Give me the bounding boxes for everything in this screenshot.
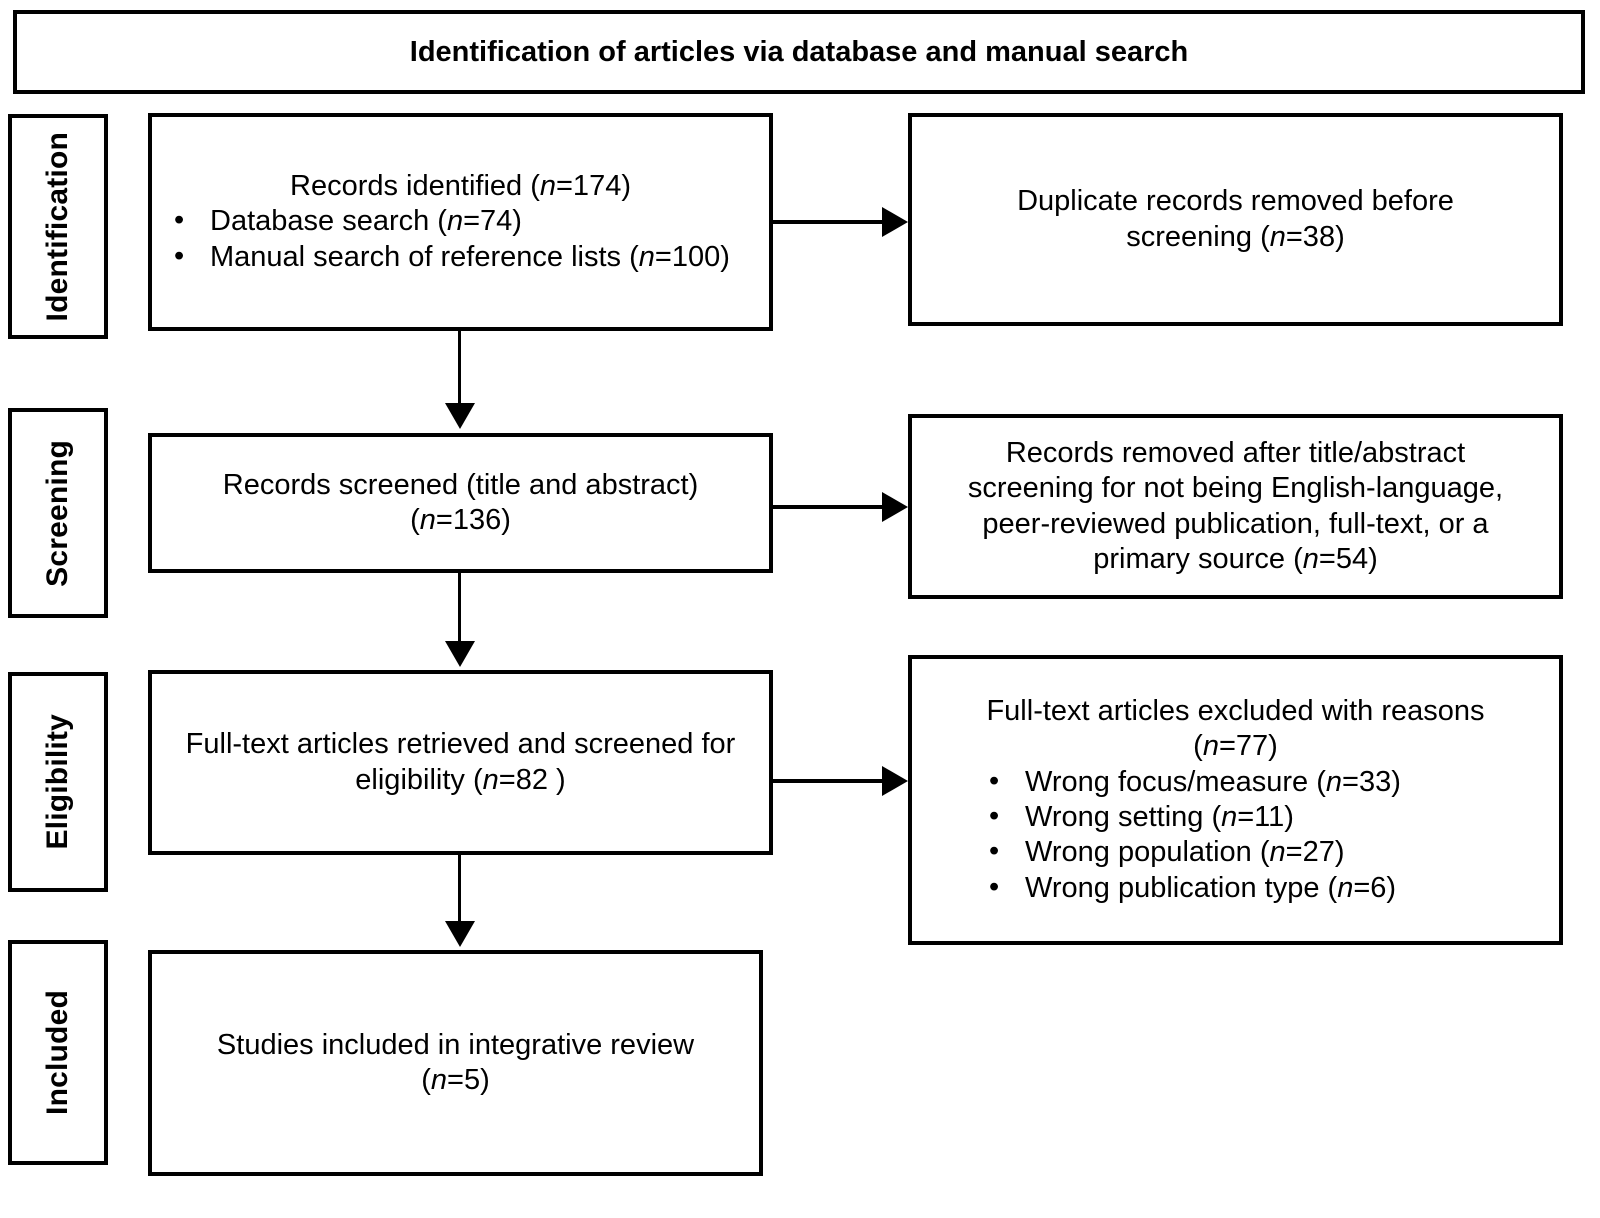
stage-identification: Identification bbox=[8, 114, 108, 339]
connector-fulltext-to-excluded bbox=[773, 779, 885, 783]
connector-fulltext-to-included bbox=[458, 855, 461, 925]
box-duplicates-removed: Duplicate records removed before screeni… bbox=[908, 113, 1563, 326]
stage-eligibility: Eligibility bbox=[8, 672, 108, 892]
records-screened-content: Records screened (title and abstract) (n… bbox=[152, 468, 769, 539]
fulltext-retrieved-line2-prefix: eligibility ( bbox=[355, 763, 483, 796]
records-removed-line2: screening for not being English-language… bbox=[967, 472, 1504, 505]
fulltext-excluded-lead2-italic: n bbox=[1202, 730, 1219, 763]
bullet-text-italic: n bbox=[1269, 836, 1286, 869]
box-records-screened: Records screened (title and abstract) (n… bbox=[148, 433, 773, 573]
bullet-text-italic: n bbox=[1325, 765, 1343, 798]
box-studies-included: Studies included in integrative review (… bbox=[148, 950, 763, 1176]
studies-included-line2-suffix: =5) bbox=[447, 1064, 490, 1096]
records-identified-content: Records identified (n=174) Database sear… bbox=[152, 169, 769, 275]
arrowhead-identified-to-duplicates-icon bbox=[882, 207, 908, 237]
stage-screening-label: Screening bbox=[41, 439, 74, 587]
duplicates-removed-line2-prefix: screening ( bbox=[1126, 220, 1270, 253]
list-item: Wrong focus/measure (n=33) bbox=[967, 764, 1559, 800]
box-records-removed: Records removed after title/abstract scr… bbox=[908, 414, 1563, 599]
connector-identified-to-screened bbox=[458, 331, 461, 407]
bullet-text-prefix: Wrong setting ( bbox=[1025, 801, 1222, 833]
bullet-text-prefix: Manual search of reference lists ( bbox=[210, 240, 639, 273]
records-removed-line4-prefix: primary source ( bbox=[1093, 542, 1303, 575]
connector-identified-to-duplicates bbox=[773, 220, 885, 224]
fulltext-excluded-lead2: (n=77) bbox=[912, 729, 1559, 764]
list-item: Database search (n=74) bbox=[152, 203, 769, 239]
records-removed-line1: Records removed after title/abstract bbox=[1005, 436, 1466, 469]
fulltext-excluded-lead1: Full-text articles excluded with reasons bbox=[986, 694, 1485, 727]
list-item: Wrong setting (n=11) bbox=[967, 799, 1559, 835]
stage-eligibility-label: Eligibility bbox=[41, 714, 74, 850]
duplicates-removed-content: Duplicate records removed before screeni… bbox=[912, 184, 1559, 255]
stage-screening: Screening bbox=[8, 408, 108, 618]
fulltext-excluded-bullet-list: Wrong focus/measure (n=33) Wrong setting… bbox=[912, 764, 1559, 907]
box-fulltext-retrieved: Full-text articles retrieved and screene… bbox=[148, 670, 773, 855]
studies-included-line2-italic: n bbox=[430, 1064, 448, 1096]
stage-included-label: Included bbox=[41, 990, 74, 1115]
arrowhead-screened-to-removed-icon bbox=[882, 492, 908, 522]
records-removed-content: Records removed after title/abstract scr… bbox=[912, 436, 1559, 578]
studies-included-line1: Studies included in integrative review bbox=[216, 1028, 695, 1061]
bullet-text-italic: n bbox=[638, 240, 655, 273]
records-screened-line2-suffix: =136) bbox=[435, 504, 511, 536]
records-identified-lead-suffix: =174) bbox=[556, 169, 631, 202]
stage-included: Included bbox=[8, 940, 108, 1165]
bullet-text-suffix: =74) bbox=[463, 205, 522, 238]
arrowhead-screened-to-fulltext-icon bbox=[445, 641, 475, 667]
diagram-title-box: Identification of articles via database … bbox=[13, 10, 1585, 94]
duplicates-removed-line2-italic: n bbox=[1269, 220, 1286, 253]
fulltext-excluded-lead2-suffix: =77) bbox=[1218, 730, 1278, 763]
bullet-text-prefix: Wrong focus/measure ( bbox=[1025, 765, 1326, 798]
duplicates-removed-line2-suffix: =38) bbox=[1285, 220, 1345, 253]
bullet-text-prefix: Database search ( bbox=[210, 205, 447, 238]
connector-screened-to-removed bbox=[773, 505, 885, 509]
fulltext-retrieved-line2-suffix: =82 ) bbox=[498, 763, 566, 796]
studies-included-line2-prefix: ( bbox=[421, 1064, 431, 1096]
records-identified-lead: Records identified (n=174) bbox=[152, 169, 769, 204]
studies-included-content: Studies included in integrative review (… bbox=[152, 1028, 759, 1099]
connector-screened-to-fulltext bbox=[458, 573, 461, 645]
records-removed-line4-suffix: =54) bbox=[1318, 542, 1378, 575]
records-screened-line2-prefix: ( bbox=[410, 504, 420, 536]
bullet-text-prefix: Wrong publication type ( bbox=[1025, 871, 1338, 904]
fulltext-retrieved-content: Full-text articles retrieved and screene… bbox=[152, 727, 769, 798]
list-item: Wrong publication type (n=6) bbox=[967, 870, 1559, 906]
bullet-text-italic: n bbox=[1337, 871, 1354, 904]
list-item: Wrong population (n=27) bbox=[967, 834, 1559, 870]
bullet-text-italic: n bbox=[446, 205, 464, 238]
records-identified-lead-prefix: Records identified ( bbox=[290, 169, 540, 202]
fulltext-retrieved-line1: Full-text articles retrieved and screene… bbox=[185, 728, 736, 761]
bullet-text-suffix: =6) bbox=[1353, 871, 1397, 904]
page-title: Identification of articles via database … bbox=[409, 35, 1189, 68]
fulltext-retrieved-line2-italic: n bbox=[482, 763, 499, 796]
box-records-identified: Records identified (n=174) Database sear… bbox=[148, 113, 773, 331]
stage-identification-label: Identification bbox=[41, 131, 74, 322]
box-fulltext-excluded: Full-text articles excluded with reasons… bbox=[908, 655, 1563, 945]
records-removed-line3: peer-reviewed publication, full-text, or… bbox=[982, 507, 1489, 540]
arrowhead-fulltext-to-excluded-icon bbox=[882, 766, 908, 796]
bullet-text-suffix: =27) bbox=[1285, 836, 1345, 869]
arrowhead-fulltext-to-included-icon bbox=[445, 921, 475, 947]
bullet-text-suffix: =33) bbox=[1342, 765, 1401, 798]
fulltext-excluded-lead2-prefix: ( bbox=[1193, 730, 1203, 763]
bullet-text-prefix: Wrong population ( bbox=[1025, 836, 1270, 869]
bullet-text-italic: n bbox=[1221, 801, 1238, 833]
bullet-text-suffix: =100) bbox=[654, 240, 730, 273]
bullet-text-suffix: =11) bbox=[1237, 801, 1294, 833]
duplicates-removed-line1: Duplicate records removed before bbox=[1017, 185, 1454, 218]
records-screened-line2-italic: n bbox=[419, 504, 436, 536]
arrowhead-identified-to-screened-icon bbox=[445, 403, 475, 429]
fulltext-excluded-content: Full-text articles excluded with reasons… bbox=[912, 694, 1559, 906]
records-screened-line1: Records screened (title and abstract) bbox=[222, 468, 699, 501]
records-identified-bullet-list: Database search (n=74) Manual search of … bbox=[152, 203, 769, 275]
list-item: Manual search of reference lists (n=100) bbox=[152, 239, 769, 275]
records-removed-line4-italic: n bbox=[1302, 542, 1319, 575]
records-identified-lead-italic: n bbox=[539, 169, 556, 202]
